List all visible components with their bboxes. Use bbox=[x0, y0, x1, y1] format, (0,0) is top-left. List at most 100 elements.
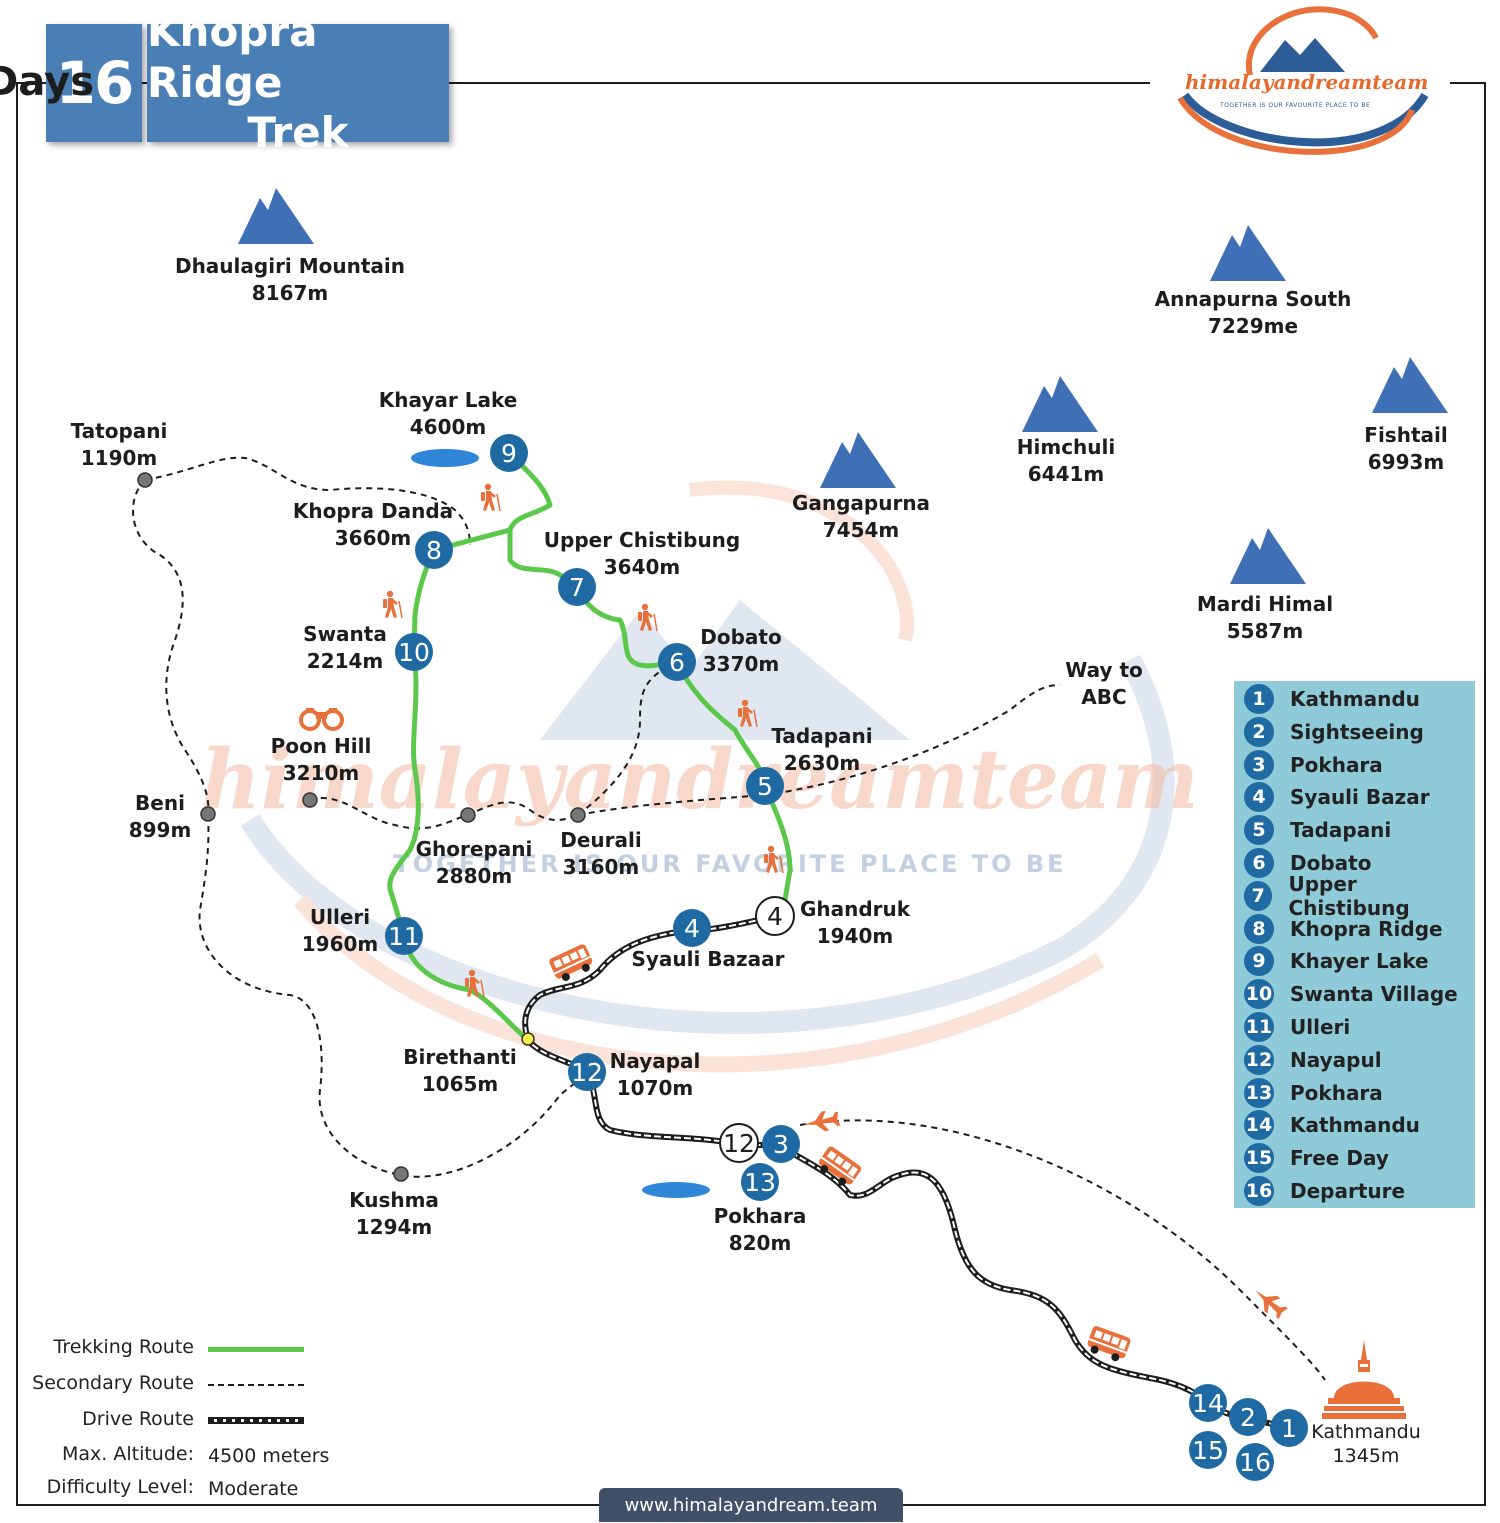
day-marker-number: 2 bbox=[1240, 1403, 1256, 1432]
day-marker-13: 13 bbox=[741, 1163, 779, 1201]
day-marker-number: 12 bbox=[571, 1058, 603, 1087]
itinerary-row: 1 Kathmandu bbox=[1244, 684, 1420, 714]
day-marker-14: 14 bbox=[1189, 1384, 1227, 1422]
days-badge: 16 Days bbox=[0, 24, 142, 142]
logo-graphic bbox=[1177, 6, 1429, 155]
itinerary-day-number: 2 bbox=[1244, 716, 1274, 747]
trekker-icon bbox=[480, 483, 501, 512]
key-difficulty-label: Difficulty Level: bbox=[46, 1476, 194, 1498]
logo-name: himalayandreamteam bbox=[1185, 70, 1429, 94]
itinerary-place: Kathmandu bbox=[1290, 687, 1420, 711]
day-marker-3: 3 bbox=[762, 1125, 800, 1163]
key-drive-swatch bbox=[208, 1417, 304, 1424]
day-marker-number: 11 bbox=[388, 922, 420, 951]
website-url[interactable]: www.himalayandream.team bbox=[624, 1494, 878, 1516]
day-marker-11: 11 bbox=[385, 917, 423, 955]
day-marker-number: 14 bbox=[1192, 1389, 1224, 1418]
itinerary-row: 10 Swanta Village bbox=[1244, 979, 1458, 1010]
itinerary-place: Nayapul bbox=[1290, 1047, 1382, 1072]
day-marker-number: 10 bbox=[398, 638, 430, 667]
day-marker-number: 13 bbox=[744, 1168, 776, 1197]
mountain-icon bbox=[1230, 528, 1306, 584]
day-marker-10: 10 bbox=[395, 633, 433, 671]
itinerary-day-number: 11 bbox=[1244, 1012, 1274, 1042]
day-marker-5: 5 bbox=[746, 767, 784, 805]
day-marker-number: 6 bbox=[669, 648, 685, 677]
day-marker-7: 7 bbox=[558, 568, 596, 606]
itinerary-place: Sightseeing bbox=[1290, 719, 1424, 744]
mountain-icon bbox=[1372, 357, 1448, 413]
day-marker-6: 6 bbox=[658, 643, 696, 681]
trek-title-line2: Trek bbox=[247, 108, 349, 158]
day-marker-number: 9 bbox=[501, 439, 517, 468]
itinerary-row: 6 Dobato bbox=[1244, 848, 1371, 878]
watermark-tagline: TOGETHER IS OUR FAVORITE PLACE TO BE bbox=[393, 850, 1066, 878]
day-marker-number: 3 bbox=[773, 1130, 789, 1159]
itinerary-place: Dobato bbox=[1290, 851, 1372, 875]
key-difficulty-value: Moderate bbox=[208, 1478, 299, 1500]
itinerary-place: Free Day bbox=[1290, 1146, 1389, 1171]
mountain-icon bbox=[238, 188, 314, 244]
itinerary-day-number: 8 bbox=[1244, 913, 1274, 944]
company-logo: himalayandreamteam TOGETHER IS OUR FAVOU… bbox=[1150, 0, 1450, 170]
itinerary-day-number: 13 bbox=[1244, 1077, 1274, 1108]
binoculars-icon bbox=[299, 708, 344, 731]
itinerary-day-number: 16 bbox=[1244, 1176, 1274, 1206]
itinerary-place: Khayer Lake bbox=[1290, 949, 1429, 974]
itinerary-day-number: 14 bbox=[1244, 1110, 1274, 1141]
day-marker-number: 12 bbox=[723, 1129, 755, 1158]
itinerary-day-number: 3 bbox=[1244, 749, 1274, 780]
itinerary-day-number: 6 bbox=[1244, 848, 1274, 878]
days-number: 16 bbox=[55, 49, 135, 117]
itinerary-day-number: 10 bbox=[1244, 979, 1274, 1010]
day-marker-12: 12 bbox=[719, 1123, 759, 1163]
plane-icon bbox=[802, 1108, 841, 1135]
logo-tagline: TOGETHER IS OUR FAVOURITE PLACE TO BE bbox=[1220, 102, 1371, 109]
key-max-alt-label: Max. Altitude: bbox=[61, 1443, 194, 1465]
itinerary-place: Swanta Village bbox=[1290, 982, 1458, 1007]
itinerary-place: Kathmandu bbox=[1290, 1113, 1420, 1138]
website-url-badge[interactable]: www.himalayandream.team bbox=[599, 1488, 903, 1522]
plane-icon bbox=[1249, 1283, 1290, 1322]
day-marker-1: 1 bbox=[1270, 1409, 1308, 1447]
key-secondary-label: Secondary Route bbox=[32, 1372, 194, 1394]
stupa-icon bbox=[1322, 1340, 1406, 1419]
waypoint-dots bbox=[137, 472, 586, 1182]
key-trekking-label: Trekking Route bbox=[53, 1336, 194, 1358]
key-trekking-swatch bbox=[208, 1347, 304, 1352]
itinerary-day-number: 1 bbox=[1244, 684, 1274, 714]
trekker-icon bbox=[382, 590, 403, 619]
lake-icon bbox=[642, 1182, 710, 1198]
day-marker-number: 4 bbox=[684, 914, 700, 943]
itinerary-day-number: 7 bbox=[1244, 880, 1273, 911]
day-marker-number: 1 bbox=[1281, 1414, 1297, 1443]
watermark-text: himalayandreamteam bbox=[201, 732, 1199, 828]
bus-icon bbox=[814, 1145, 863, 1191]
